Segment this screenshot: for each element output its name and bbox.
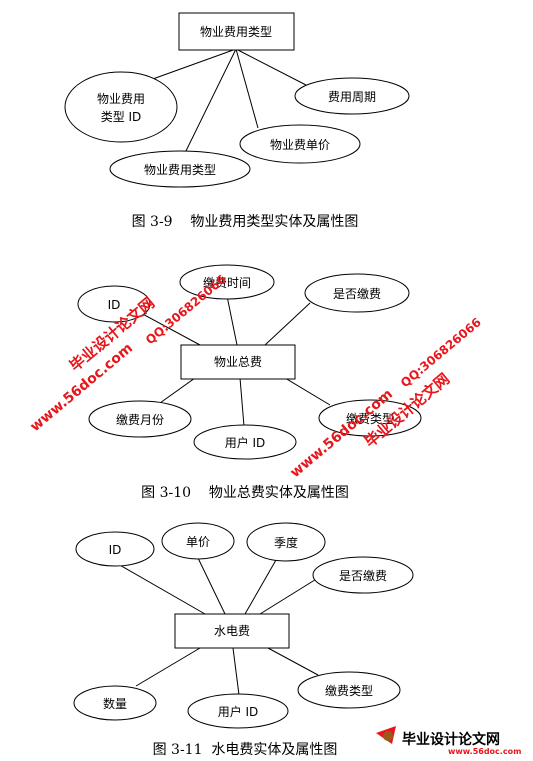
attribute-ellipse: [88, 400, 192, 438]
figure-caption: 图 3-11 水电费实体及属性图: [153, 742, 338, 758]
figure-3-10: ID 缴费时间 是否缴费 物业总费 缴费月份 用户 ID 缴费类型 图 3-10…: [77, 264, 422, 501]
attribute-ellipse: [75, 531, 155, 567]
logo-icon: [383, 731, 393, 741]
attribute-label: 缴费月份: [116, 412, 164, 427]
watermark-right: www.56doc.com QQ:306826066 毕业设计论文网: [287, 315, 484, 481]
connector-line: [235, 48, 307, 86]
connector-line: [197, 557, 226, 615]
attribute-label: 物业费单价: [270, 138, 330, 152]
connector-line: [226, 295, 238, 346]
entity-label: 物业费用类型: [200, 25, 272, 39]
connector-line: [235, 48, 259, 129]
entity-box: [174, 613, 290, 649]
attribute-label-line1: 物业费用: [97, 92, 145, 106]
attribute-label: 数量: [103, 696, 127, 711]
attribute-ellipse: [312, 556, 414, 594]
entity-label: 物业总费: [214, 355, 262, 369]
site-logo: 毕业设计论文网 www.56doc.com: [376, 726, 521, 756]
attribute-ellipse: [246, 522, 326, 562]
connector-line: [159, 377, 196, 404]
connector-line: [239, 377, 245, 427]
attribute-label: 是否缴费: [333, 286, 381, 301]
figure-caption: 图 3-10 物业总费实体及属性图: [141, 485, 349, 501]
connector-line: [135, 647, 201, 687]
attribute-ellipse: [73, 685, 157, 721]
connector-line: [244, 559, 277, 615]
attribute-ellipse: [161, 522, 235, 560]
attribute-ellipse: [239, 124, 361, 164]
attribute-label: ID: [108, 298, 121, 312]
attribute-label: 用户 ID: [218, 704, 259, 719]
attribute-ellipse: [179, 264, 275, 300]
attribute-ellipse: [304, 273, 410, 313]
attribute-label: 单价: [186, 535, 210, 549]
logo-site: www.56doc.com: [448, 747, 521, 756]
connector-line: [284, 377, 331, 406]
attribute-ellipse: [187, 693, 289, 729]
attribute-ellipse: [297, 671, 401, 709]
connector-line: [149, 48, 237, 81]
figure-3-9: 物业费用类型 物业费用 类型 ID 物业费用类型 物业费单价 费用周期 图 3-…: [64, 12, 410, 230]
attribute-label: 物业费用类型: [144, 163, 216, 177]
attribute-ellipse: [64, 71, 178, 143]
attribute-label: 费用周期: [328, 90, 376, 104]
attribute-label-line2: 类型 ID: [101, 110, 142, 124]
attribute-ellipse: [109, 150, 251, 188]
entity-box: [178, 12, 295, 51]
connector-line: [232, 647, 240, 696]
connector-line: [264, 302, 311, 346]
figure-caption: 图 3-9 物业费用类型实体及属性图: [132, 214, 359, 230]
attribute-ellipse: [193, 424, 297, 460]
attribute-label: 季度: [274, 535, 298, 550]
attribute-ellipse: [318, 399, 422, 437]
attribute-label: 缴费类型: [325, 683, 373, 698]
attribute-label: 用户 ID: [225, 435, 266, 450]
connector-line: [117, 563, 206, 615]
entity-label: 水电费: [214, 624, 250, 638]
attribute-ellipse: [294, 77, 410, 115]
logo-text: 毕业设计论文网: [402, 731, 500, 748]
attribute-label: 缴费时间: [203, 275, 251, 290]
entity-box: [180, 344, 296, 380]
attribute-label: ID: [109, 543, 122, 557]
connector-line: [183, 48, 237, 156]
attribute-label: 是否缴费: [339, 568, 387, 583]
attribute-label: 缴费类型: [346, 411, 394, 426]
connector-line: [259, 577, 319, 615]
connector-line: [267, 647, 319, 676]
figure-3-11: ID 单价 季度 是否缴费 水电费 数量 用户 ID 缴费类型 图 3-11 水…: [73, 522, 414, 758]
attribute-ellipse: [77, 285, 151, 323]
